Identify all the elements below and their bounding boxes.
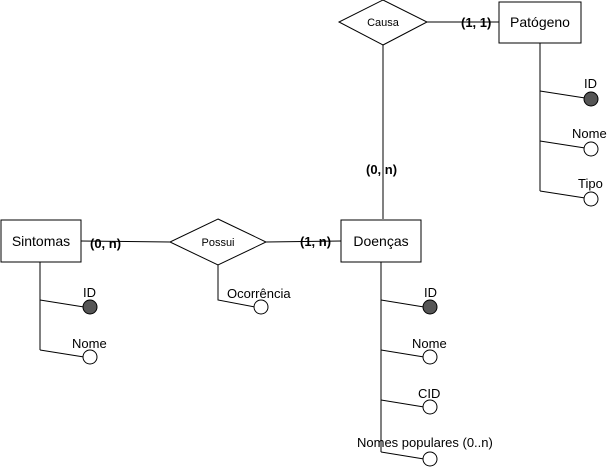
line-sintomas-nome [39,349,85,358]
key-attribute-icon [82,299,98,315]
attribute-icon [422,451,438,467]
cardinality-possui-sintomas: (0, n) [90,236,121,251]
line-patogeno-tipo [539,190,586,199]
relationship-possui-shape[interactable] [168,218,268,266]
entity-doencas-label: Doenças [353,233,408,249]
attr-sintomas-nome: Nome [72,336,107,351]
line-sintomas-possui [80,240,171,243]
attr-patogeno-id: ID [584,76,597,91]
entity-sintomas-box[interactable] [0,219,82,263]
attr-doencas-nomes-populares: Nomes populares (0..n) [357,435,493,450]
line-possui-ocorrencia [217,265,256,308]
attribute-icon [583,141,599,157]
attr-patogeno-nome: Nome [572,126,607,141]
attr-sintomas-id: ID [83,285,96,300]
key-attribute-icon [422,299,438,315]
attribute-icon [82,349,98,365]
cardinality-causa-doencas: (0, n) [366,162,397,177]
line-possui-doencas [265,240,342,243]
entity-doencas-box[interactable] [340,219,422,263]
line-sintomas-id [39,299,85,308]
attr-possui-ocorrencia: Ocorrência [227,286,291,301]
attribute-icon [422,399,438,415]
attr-doencas-nome: Nome [412,336,447,351]
line-patogeno-nome [539,140,586,149]
entity-sintomas-label: Sintomas [12,233,70,249]
line-doencas-nome [380,349,425,358]
cardinality-possui-doencas: (1, n) [300,234,331,249]
relationship-possui-label: Possui [201,237,234,249]
entity-patogeno-box[interactable] [498,1,582,44]
line-doencas-id [380,299,425,308]
line-doencas-cid [380,399,425,408]
attr-doencas-id: ID [424,285,437,300]
key-attribute-icon [583,91,599,107]
relationship-causa-label: Causa [367,17,400,29]
cardinality-causa-patogeno: (1, 1) [461,15,491,30]
attribute-icon [583,191,599,207]
entity-patogeno-label: Patógeno [510,14,570,30]
attribute-icon [422,349,438,365]
relationship-causa-shape[interactable] [337,0,429,46]
line-patogeno-id [539,90,586,99]
attribute-icon [253,299,269,315]
attr-doencas-cid: CID [418,386,440,401]
attr-patogeno-tipo: Tipo [578,176,603,191]
line-doencas-nomes-populares [380,451,425,460]
